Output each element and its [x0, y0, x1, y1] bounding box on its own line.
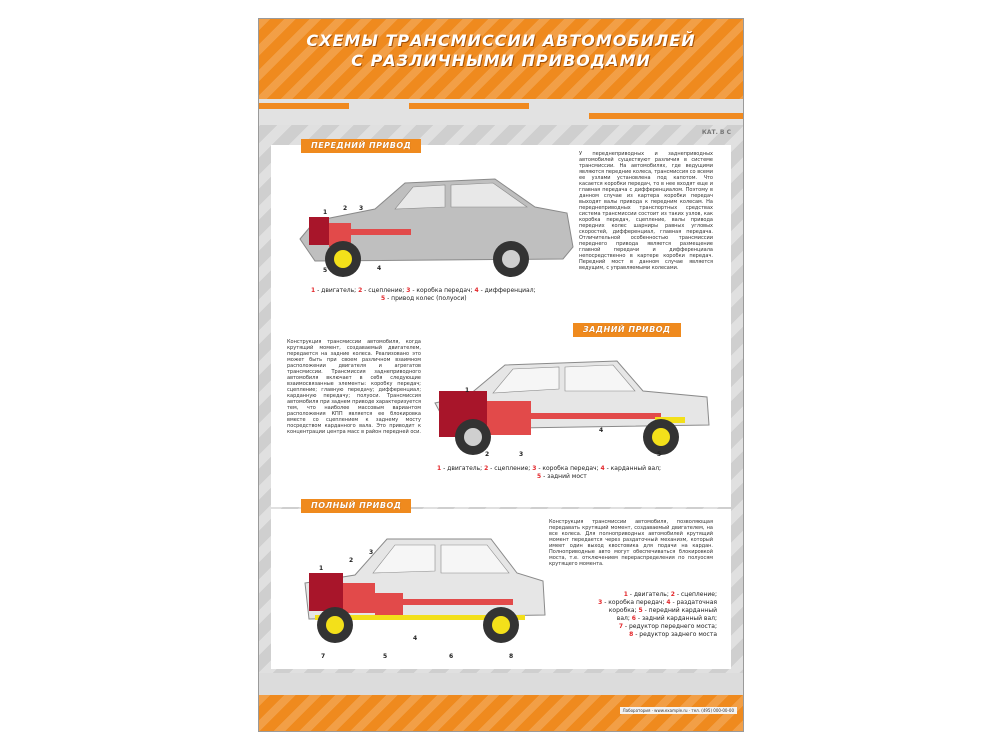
- title-line-1: СХЕМЫ ТРАНСМИССИИ АВТОМОБИЛЕЙ: [306, 31, 696, 50]
- front-legend-line-2: 5 - привод колес (полуоси): [381, 295, 467, 302]
- full-label-7: 7: [321, 653, 326, 660]
- rear-label-2: 2: [485, 451, 490, 458]
- full-label-6: 6: [449, 653, 454, 660]
- rear-drive-heading: ЗАДНИЙ ПРИВОД: [573, 323, 681, 337]
- poster: СХЕМЫ ТРАНСМИССИИ АВТОМОБИЛЕЙ С РАЗЛИЧНЫ…: [258, 18, 744, 732]
- full-label-5: 5: [383, 653, 388, 660]
- front-label-5: 5: [323, 267, 328, 274]
- full-drive-car-diagram: [304, 538, 546, 643]
- full-label-3: 3: [369, 549, 374, 556]
- full-legend-line-3: коробка; 5 - передний карданный: [608, 607, 717, 614]
- rear-drive-text: Конструкция трансмиссии автомобиля, когд…: [287, 339, 421, 435]
- front-legend: 1 - двигатель; 2 - сцепление; 3 - коробк…: [311, 287, 571, 303]
- full-label-8: 8: [509, 653, 514, 660]
- front-label-1: 1: [323, 209, 328, 216]
- full-legend-line-5: 7 - редуктор переднего моста;: [618, 623, 717, 630]
- front-label-4: 4: [377, 265, 382, 272]
- full-drive-heading: ПОЛНЫЙ ПРИВОД: [301, 499, 412, 513]
- rear-label-3: 3: [519, 451, 524, 458]
- full-legend-line-4: вал; 6 - задний карданный вал;: [616, 615, 717, 622]
- rear-legend-line-1: 1 - двигатель; 2 - сцепление; 3 - коробк…: [437, 465, 662, 472]
- rear-drive-car-diagram: [434, 360, 710, 455]
- front-drive-text: У переднеприводных и заднеприводных авто…: [579, 151, 713, 271]
- full-label-2: 2: [349, 557, 354, 564]
- front-drive-car-diagram: [299, 178, 574, 277]
- full-drive-text: Конструкция трансмиссии автомобиля, позв…: [549, 519, 713, 567]
- front-legend-line-1: 1 - двигатель; 2 - сцепление; 3 - коробк…: [311, 287, 536, 294]
- front-drive-heading: ПЕРЕДНИЙ ПРИВОД: [301, 139, 422, 153]
- poster-title: СХЕМЫ ТРАНСМИССИИ АВТОМОБИЛЕЙ С РАЗЛИЧНЫ…: [259, 31, 743, 71]
- footer-band: [259, 673, 743, 695]
- footer-info: Лаборатория · www.example.ru · тел. (495…: [619, 707, 737, 714]
- full-legend: 1 - двигатель; 2 - сцепление; 3 - коробк…: [569, 591, 717, 639]
- full-label-1: 1: [319, 565, 324, 572]
- front-label-3: 3: [359, 205, 364, 212]
- rear-legend-line-2: 5 - задний мост: [537, 473, 587, 480]
- rear-legend: 1 - двигатель; 2 - сцепление; 3 - коробк…: [437, 465, 717, 481]
- rear-label-4: 4: [599, 427, 604, 434]
- full-label-4: 4: [413, 635, 418, 642]
- category-label: КАТ. В С: [701, 129, 731, 136]
- rear-label-1: 1: [465, 387, 470, 394]
- full-legend-line-1: 1 - двигатель; 2 - сцепление;: [623, 591, 717, 598]
- full-legend-line-6: 8 - редуктор заднего моста: [629, 631, 717, 638]
- poster-header: [259, 19, 743, 99]
- header-band: [259, 99, 743, 125]
- front-label-2: 2: [343, 205, 348, 212]
- rear-label-5: 5: [657, 451, 662, 458]
- title-line-2: С РАЗЛИЧНЫМИ ПРИВОДАМИ: [351, 51, 651, 70]
- full-legend-line-2: 3 - коробка передач; 4 - раздаточная: [598, 599, 717, 606]
